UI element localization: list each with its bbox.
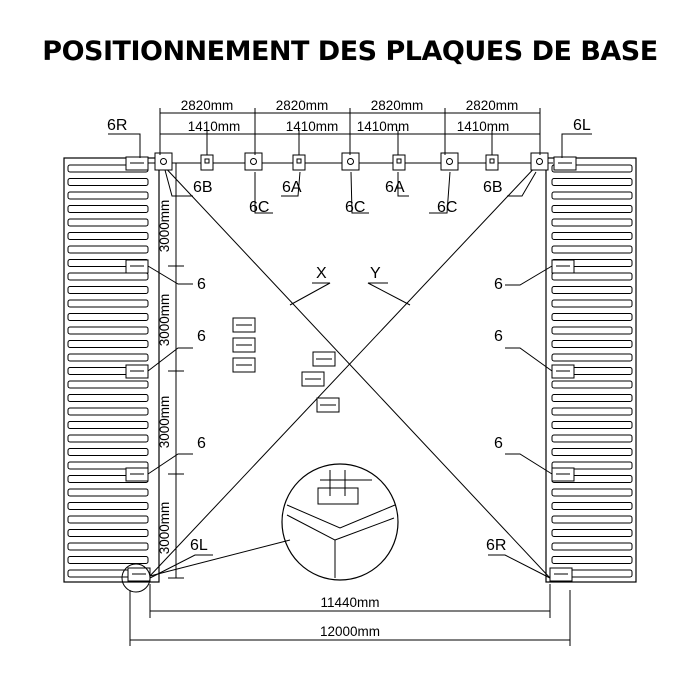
container-rib: [551, 299, 633, 308]
container-rib: [67, 448, 149, 456]
container-rib: [67, 556, 149, 564]
container-rib: [551, 488, 633, 497]
side-span-2: 3000mm: [157, 294, 172, 347]
container-rib: [67, 178, 149, 186]
container-rib: [551, 326, 633, 335]
container-rib: [551, 232, 633, 240]
leader-lines: [108, 133, 592, 579]
top-plate-label-1: 6B: [193, 179, 213, 196]
container-rib: [67, 245, 149, 254]
top-span-4: 2820mm: [466, 98, 519, 113]
container-rib: [67, 407, 149, 416]
top-plate-label-6: 6C: [437, 199, 457, 216]
container-rib: [551, 529, 633, 537]
right-container-wall: [545, 157, 637, 583]
container-rib: [67, 461, 149, 470]
top-plate-label-3: 6A: [282, 179, 302, 196]
side-label-left-1: 6: [197, 276, 206, 293]
top-half-span-3: 1410mm: [357, 119, 410, 134]
container-rib: [551, 353, 633, 362]
container-rib: [67, 326, 149, 335]
container-rib: [551, 502, 633, 510]
side-span-1: 3000mm: [157, 200, 172, 253]
diagonal-x-line: [159, 161, 551, 579]
container-rib: [551, 515, 633, 524]
inner-width: 11440mm: [320, 595, 379, 610]
container-rib: [551, 542, 633, 551]
container-rib: [551, 218, 633, 227]
container-rib: [551, 461, 633, 470]
container-rib: [67, 421, 149, 429]
container-rib: [551, 421, 633, 429]
side-label-right-3: 6: [494, 435, 503, 452]
container-rib: [67, 529, 149, 537]
container-rib: [67, 502, 149, 510]
container-rib: [551, 272, 633, 281]
container-rib: [67, 394, 149, 402]
container-rib: [67, 434, 149, 443]
container-rib: [551, 434, 633, 443]
container-rib: [551, 448, 633, 456]
corner-label-bottom-right: 6R: [486, 537, 506, 554]
container-rib: [551, 407, 633, 416]
diagonal-label-x: X: [316, 265, 327, 282]
container-rib: [551, 245, 633, 254]
container-rib: [67, 299, 149, 308]
top-plates: [154, 152, 549, 171]
side-dimension-lines: [168, 163, 184, 579]
container-rib: [67, 340, 149, 348]
top-span-2: 2820mm: [276, 98, 329, 113]
top-half-span-1: 1410mm: [188, 119, 241, 134]
diagonal-y-line: [147, 161, 541, 579]
container-rib: [551, 313, 633, 321]
side-label-left-2: 6: [197, 328, 206, 345]
corner-label-bottom-left: 6L: [190, 537, 208, 554]
top-span-1: 2820mm: [181, 98, 234, 113]
side-brackets: [125, 156, 577, 582]
container-rib: [67, 380, 149, 389]
top-plate-label-7: 6B: [483, 179, 503, 196]
diagonal-label-y: Y: [370, 265, 381, 282]
container-rib: [67, 488, 149, 497]
top-plate-label-5: 6A: [385, 179, 405, 196]
outer-width: 12000mm: [320, 624, 380, 639]
detail-magnifier: [149, 463, 399, 581]
bottom-dimension-lines: [129, 584, 571, 646]
container-rib: [67, 191, 149, 200]
container-rib: [67, 515, 149, 524]
top-half-span-2: 1410mm: [286, 119, 339, 134]
top-span-3: 2820mm: [371, 98, 424, 113]
container-rib: [551, 340, 633, 348]
side-span-4: 3000mm: [157, 502, 172, 555]
page-title: POSITIONNEMENT DES PLAQUES DE BASE: [42, 36, 658, 67]
container-rib: [67, 232, 149, 240]
corner-label-top-right: 6L: [573, 117, 591, 134]
top-plate-label-4: 6C: [345, 199, 365, 216]
container-rib: [67, 205, 149, 213]
container-rib: [551, 205, 633, 213]
side-label-right-1: 6: [494, 276, 503, 293]
top-half-span-4: 1410mm: [457, 119, 510, 134]
corner-label-top-left: 6R: [107, 117, 127, 134]
container-rib: [551, 178, 633, 186]
loose-plate-symbols: [232, 317, 340, 413]
container-rib: [67, 286, 149, 294]
side-span-3: 3000mm: [157, 396, 172, 449]
container-rib: [67, 313, 149, 321]
container-rib: [67, 272, 149, 281]
side-label-right-2: 6: [494, 328, 503, 345]
container-rib: [67, 218, 149, 227]
container-rib: [551, 556, 633, 564]
container-rib: [551, 380, 633, 389]
container-rib: [67, 353, 149, 362]
container-rib: [67, 542, 149, 551]
container-rib: [551, 394, 633, 402]
top-dimension-lines: [159, 108, 541, 155]
top-plate-label-2: 6C: [249, 199, 269, 216]
side-label-left-3: 6: [197, 435, 206, 452]
container-rib: [551, 286, 633, 294]
container-rib: [551, 191, 633, 200]
